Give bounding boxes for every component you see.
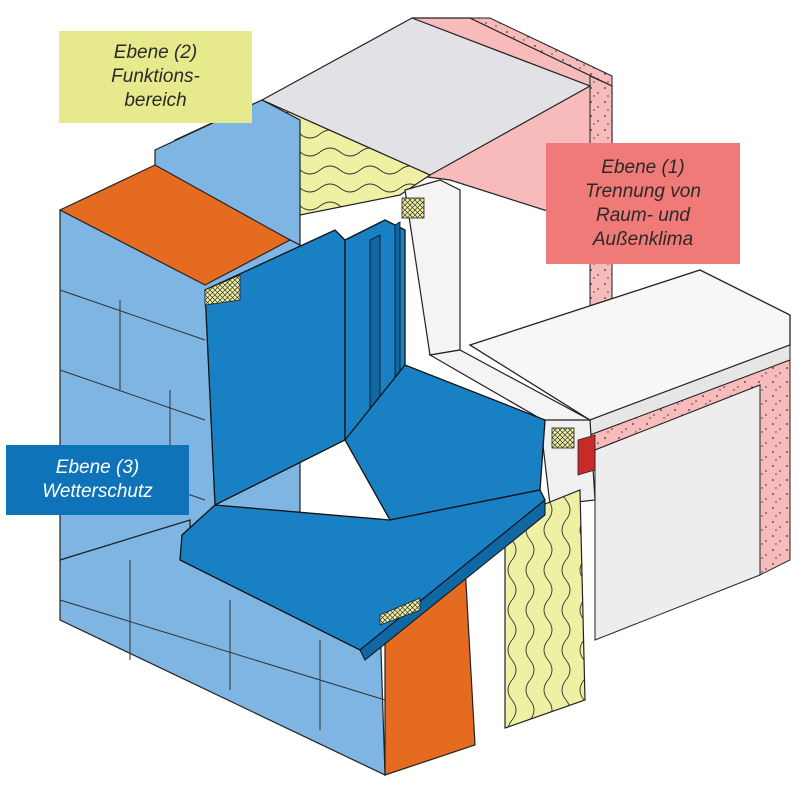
label-ebene-1-line-1: Ebene (1) xyxy=(601,156,685,178)
mesh-insert xyxy=(204,274,421,626)
insulation-lower xyxy=(504,489,586,729)
label-ebene-2-line-2: Funktions- xyxy=(111,66,200,87)
label-ebene-1-line-2: Trennung von xyxy=(585,180,701,202)
label-ebene-3-line-2: Wetterschutz xyxy=(42,481,153,502)
label-ebene-3: Ebene (3) Wetterschutz xyxy=(6,445,189,515)
window-frame-profile xyxy=(401,179,596,506)
label-ebene-1: Ebene (1) Trennung von Raum- und Außenkl… xyxy=(546,143,740,264)
label-ebene-2: Ebene (2) Funktions- bereich xyxy=(59,31,252,123)
label-ebene-1-line-4: Außenklima xyxy=(592,228,694,250)
label-ebene-1-line-3: Raum- und xyxy=(596,204,690,226)
label-ebene-2-line-3: bereich xyxy=(124,90,187,111)
orange-board-top xyxy=(58,164,292,286)
window-sill-interior xyxy=(468,269,791,436)
label-ebene-3-line-1: Ebene (3) xyxy=(55,457,140,478)
label-ebene-2-line-1: Ebene (2) xyxy=(113,42,198,63)
